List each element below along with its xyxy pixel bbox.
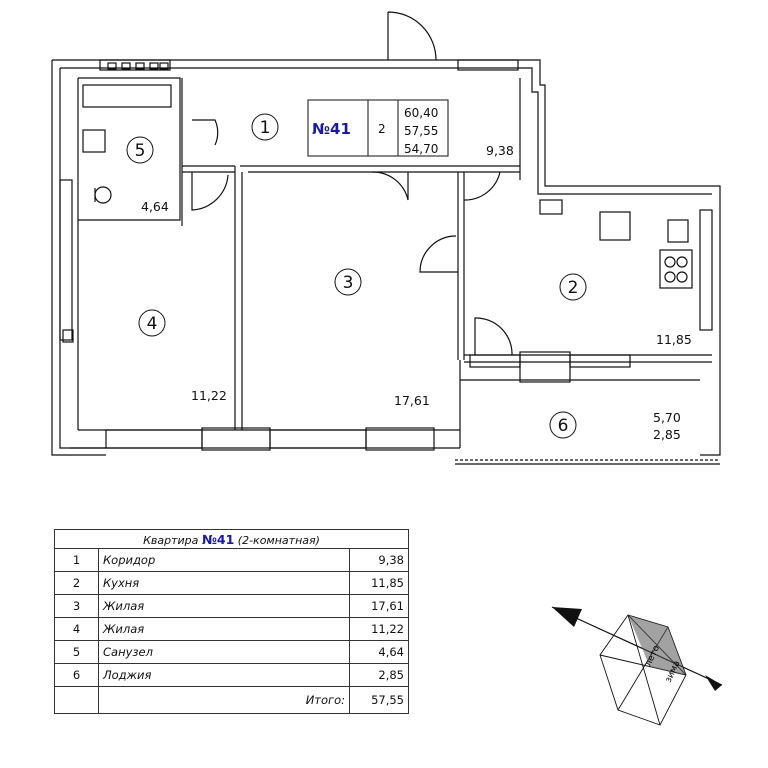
room-4-area: 11,22 bbox=[191, 388, 227, 403]
row-name: Коридор bbox=[98, 548, 350, 572]
room-4-number: 4 bbox=[147, 314, 158, 334]
room-1-area: 9,38 bbox=[486, 143, 514, 158]
room-6-marker bbox=[549, 411, 577, 439]
arrow-head-icon bbox=[552, 607, 582, 627]
room-2-number: 2 bbox=[568, 278, 579, 298]
table-row: 5 Санузел 4,64 bbox=[54, 640, 409, 664]
row-number: 6 bbox=[54, 663, 99, 687]
row-name: Санузел bbox=[98, 640, 350, 664]
room-4-marker bbox=[138, 309, 166, 337]
insolation-shaded-area bbox=[628, 615, 686, 675]
table-row: 1 Коридор 9,38 bbox=[54, 548, 409, 572]
row-name: Кухня bbox=[98, 571, 350, 595]
table-row: 4 Жилая 11,22 bbox=[54, 617, 409, 641]
header-number: №41 bbox=[201, 531, 235, 547]
room-5-area: 4,64 bbox=[141, 199, 169, 214]
doors bbox=[191, 11, 513, 356]
total-label: Итого: bbox=[98, 686, 350, 714]
floor-plan: №41 2 60,40 57,55 54,70 1 9,38 5 4,64 3 … bbox=[51, 11, 721, 465]
outer-walls bbox=[51, 59, 721, 456]
row-area: 11,85 bbox=[349, 571, 409, 595]
room-5-marker bbox=[126, 136, 154, 164]
apartment-badge: №41 2 60,40 57,55 54,70 bbox=[307, 99, 449, 157]
room-1-marker bbox=[251, 113, 279, 141]
room-schedule-table: Квартира №41 (2-комнатная) 1 Коридор 9,3… bbox=[54, 529, 409, 714]
room-1-number: 1 bbox=[260, 118, 271, 138]
badge-area-reduced: 57,55 bbox=[404, 124, 438, 138]
row-area: 11,22 bbox=[349, 617, 409, 641]
row-area: 9,38 bbox=[349, 548, 409, 572]
table-header-row: Квартира №41 (2-комнатная) bbox=[54, 529, 409, 549]
header-prefix: Квартира bbox=[143, 533, 199, 547]
room-3-marker bbox=[334, 268, 362, 296]
table-total-row: Итого: 57,55 bbox=[54, 686, 409, 714]
total-value: 57,55 bbox=[349, 686, 409, 714]
room-6-area-reduced: 2,85 bbox=[653, 427, 681, 442]
badge-apartment-number: №41 bbox=[312, 120, 351, 138]
row-number: 3 bbox=[54, 594, 99, 618]
windows bbox=[59, 59, 713, 451]
row-number: 1 bbox=[54, 548, 99, 572]
room-6-number: 6 bbox=[558, 416, 569, 436]
badge-rooms-count: 2 bbox=[378, 122, 386, 136]
compass-rose: лето зима bbox=[522, 585, 723, 726]
row-area: 4,64 bbox=[349, 640, 409, 664]
arrow-tail-icon bbox=[705, 675, 722, 691]
room-3-number: 3 bbox=[343, 273, 354, 293]
row-name: Лоджия bbox=[98, 663, 350, 687]
row-name: Жилая bbox=[98, 617, 350, 641]
row-number: 2 bbox=[54, 571, 99, 595]
room-5-number: 5 bbox=[135, 141, 146, 161]
table-row: 3 Жилая 17,61 bbox=[54, 594, 409, 618]
interior-walls bbox=[78, 77, 720, 465]
kitchen-fixtures bbox=[62, 199, 693, 343]
row-area: 17,61 bbox=[349, 594, 409, 618]
badge-area-total: 60,40 bbox=[404, 106, 438, 120]
total-empty-cell bbox=[54, 686, 99, 714]
header-suffix: (2-комнатная) bbox=[237, 533, 320, 547]
table-row: 2 Кухня 11,85 bbox=[54, 571, 409, 595]
row-area: 2,85 bbox=[349, 663, 409, 687]
room-3-area: 17,61 bbox=[394, 393, 430, 408]
room-6-area-total: 5,70 bbox=[653, 410, 681, 425]
moon-icon bbox=[522, 585, 538, 617]
room-2-marker bbox=[559, 273, 587, 301]
row-number: 4 bbox=[54, 617, 99, 641]
room-2-area: 11,85 bbox=[656, 332, 692, 347]
badge-area-living: 54,70 bbox=[404, 142, 438, 156]
table-row: 6 Лоджия 2,85 bbox=[54, 663, 409, 687]
row-number: 5 bbox=[54, 640, 99, 664]
row-name: Жилая bbox=[98, 594, 350, 618]
table-header: Квартира №41 (2-комнатная) bbox=[54, 529, 409, 549]
